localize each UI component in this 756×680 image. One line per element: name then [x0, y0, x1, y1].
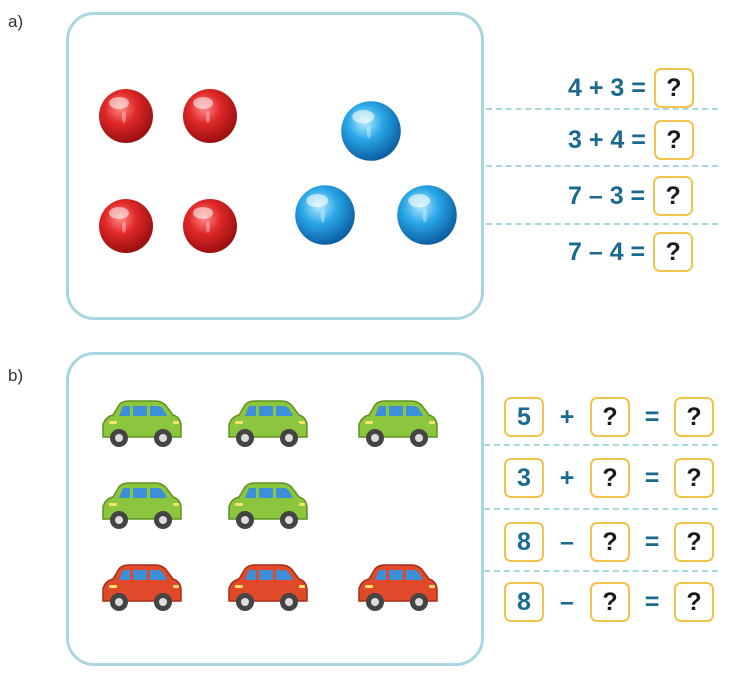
equation-expression: 7 – 3 = [568, 181, 646, 210]
part-a-equation: 4 + 3 = ? [568, 68, 694, 108]
equation-divider [484, 508, 718, 510]
equals-sign: = [644, 402, 660, 431]
answer-box[interactable]: ? [653, 176, 694, 216]
missing-number-box[interactable]: ? [590, 458, 630, 498]
operator: – [560, 587, 574, 616]
part-b-picture-panel [66, 352, 484, 666]
blue-ball [293, 183, 357, 247]
part-b-label: b) [8, 366, 24, 385]
green-car [97, 479, 183, 531]
green-car [223, 397, 309, 449]
green-car [353, 397, 439, 449]
answer-box[interactable]: ? [674, 582, 714, 622]
red-car [97, 561, 183, 613]
part-a-equation: 7 – 3 = ? [568, 176, 694, 216]
operator: + [559, 463, 575, 492]
equation-divider [486, 165, 718, 167]
blue-ball [395, 183, 459, 247]
missing-number-box[interactable]: ? [590, 522, 630, 562]
equation-expression: 3 + 4 = [568, 125, 646, 154]
operator: – [560, 527, 574, 556]
red-ball [181, 197, 239, 255]
answer-box[interactable]: ? [674, 397, 714, 437]
red-ball [181, 87, 239, 145]
part-b-equation: 8 – ? = ? [504, 522, 714, 562]
answer-box[interactable]: ? [653, 68, 694, 108]
answer-box[interactable]: ? [674, 522, 714, 562]
missing-number-box[interactable]: ? [590, 582, 630, 622]
part-a-label: a) [8, 12, 24, 31]
equation-divider [486, 223, 718, 225]
part-b-equation: 8 – ? = ? [504, 582, 714, 622]
equation-expression: 7 – 4 = [568, 237, 646, 266]
answer-box[interactable]: ? [653, 120, 694, 160]
equation-divider [484, 444, 718, 446]
green-car [97, 397, 183, 449]
given-number-box: 5 [504, 397, 544, 437]
red-ball [97, 197, 155, 255]
equals-sign: = [644, 527, 660, 556]
equals-sign: = [644, 463, 660, 492]
equation-expression: 4 + 3 = [568, 73, 646, 102]
red-car [223, 561, 309, 613]
part-a-picture-panel [66, 12, 484, 320]
part-b-equation: 3 + ? = ? [504, 458, 714, 498]
equation-divider [486, 108, 718, 110]
answer-box[interactable]: ? [674, 458, 714, 498]
given-number-box: 3 [504, 458, 544, 498]
equals-sign: = [644, 587, 660, 616]
part-a-equation: 7 – 4 = ? [568, 232, 694, 272]
red-ball [97, 87, 155, 145]
equation-divider [484, 570, 718, 572]
answer-box[interactable]: ? [653, 232, 694, 272]
given-number-box: 8 [504, 582, 544, 622]
operator: + [559, 402, 575, 431]
missing-number-box[interactable]: ? [590, 397, 630, 437]
blue-ball [339, 99, 403, 163]
part-a-equation: 3 + 4 = ? [568, 120, 694, 160]
part-b-equation: 5 + ? = ? [504, 397, 714, 437]
given-number-box: 8 [504, 522, 544, 562]
red-car [353, 561, 439, 613]
green-car [223, 479, 309, 531]
